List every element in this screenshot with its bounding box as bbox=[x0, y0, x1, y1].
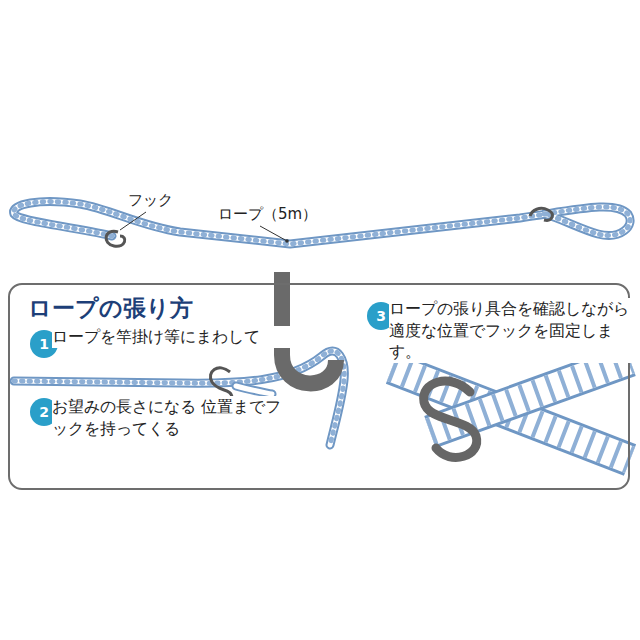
leader-line bbox=[260, 226, 287, 241]
hook bbox=[106, 231, 125, 246]
step-text: お望みの長さになる 位置までフックを持ってくる bbox=[52, 396, 284, 439]
s-hook bbox=[424, 381, 477, 457]
panel-title: ロープの張り方 bbox=[28, 293, 193, 324]
hook bbox=[530, 208, 552, 220]
step-text: ロープを竿掛け等にまわして bbox=[52, 326, 312, 348]
leader-dot bbox=[285, 239, 289, 243]
part-label: ロープ（5m） bbox=[218, 204, 338, 224]
part-label: フック bbox=[128, 190, 208, 210]
step-text: ロープの張り具合を確認しながら 適度な位置でフックを固定します。 bbox=[389, 298, 631, 363]
rope-closeup bbox=[392, 360, 630, 460]
leader-line bbox=[120, 212, 146, 230]
rope bbox=[14, 351, 344, 445]
